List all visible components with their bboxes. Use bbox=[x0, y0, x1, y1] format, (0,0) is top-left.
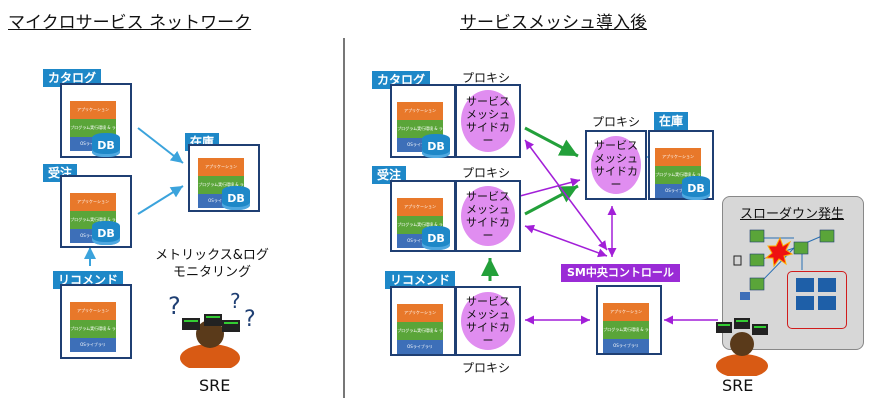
sre-person-icon bbox=[716, 318, 768, 376]
right-recommend-label: リコメンド bbox=[385, 271, 456, 289]
explosion-icon bbox=[764, 236, 794, 268]
proxy-label: プロキシ bbox=[592, 115, 641, 129]
svg-text:?: ? bbox=[230, 289, 241, 313]
db-tile bbox=[796, 296, 814, 310]
db-icon: DB bbox=[92, 221, 120, 245]
runtime-layer: プログラム実行環境 & ライブラリ等 bbox=[397, 120, 443, 138]
db-icon: DB bbox=[422, 134, 450, 158]
database-cluster-box bbox=[787, 271, 847, 329]
metrics-monitoring-text: メトリックス&ログ モニタリング bbox=[155, 248, 269, 280]
os-layer: OSライブラリ bbox=[70, 338, 116, 352]
sm-control-box: アプリケーション プログラム実行環境 & ライブラリ等 OSライブラリ bbox=[596, 285, 662, 355]
db-icon: DB bbox=[682, 176, 710, 200]
sidecar-ellipse: サービス メッシュ サイドカー bbox=[461, 90, 515, 152]
left-inventory-box: アプリケーション プログラム実行環境 & ライブラリ等 OSライブラリ DB bbox=[188, 144, 260, 212]
app-layer: アプリケーション bbox=[70, 302, 116, 320]
sidecar-ellipse: サービス メッシュ サイドカー bbox=[461, 186, 515, 246]
sidecar-order: サービス メッシュ サイドカー bbox=[455, 180, 521, 252]
runtime-layer: プログラム実行環境 & ライブラリ等 bbox=[70, 119, 116, 137]
proxy-label: プロキシ bbox=[462, 166, 511, 180]
left-catalog-label: カタログ bbox=[43, 69, 102, 87]
svg-text:?: ? bbox=[168, 292, 181, 320]
left-order-box: アプリケーション プログラム実行環境 & ライブラリ等 OSライブラリ DB bbox=[60, 175, 132, 248]
db-tile bbox=[818, 296, 836, 310]
db-tile bbox=[796, 278, 814, 292]
db-tile bbox=[818, 278, 836, 292]
right-catalog-box: アプリケーション プログラム実行環境 & ライブラリ等 OSライブラリ DB bbox=[390, 84, 456, 158]
service-map-graphic bbox=[733, 229, 835, 300]
app-layer: アプリケーション bbox=[70, 101, 116, 119]
app-layer: アプリケーション bbox=[397, 198, 443, 216]
runtime-layer: プログラム実行環境 & ライブラリ等 bbox=[70, 320, 116, 338]
svg-text:?: ? bbox=[244, 307, 256, 332]
left-catalog-box: アプリケーション プログラム実行環境 & ライブラリ等 OSライブラリ DB bbox=[60, 83, 132, 158]
db-icon: DB bbox=[92, 133, 120, 157]
os-layer: OSライブラリ bbox=[603, 339, 649, 353]
app-layer: アプリケーション bbox=[397, 102, 443, 120]
arrow-order-to-inventory bbox=[137, 185, 184, 215]
arrow-purple-6 bbox=[519, 177, 581, 197]
layer-stack: アプリケーション プログラム実行環境 & ライブラリ等 OSライブラリ bbox=[70, 296, 124, 356]
right-inventory-box: アプリケーション プログラム実行環境 & ライブラリ等 OSライブラリ DB bbox=[648, 130, 714, 200]
sidecar-recommend: サービス メッシュ サイドカー bbox=[455, 286, 521, 356]
db-icon: DB bbox=[222, 186, 250, 210]
app-layer: アプリケーション bbox=[603, 303, 649, 321]
left-recommend-box: アプリケーション プログラム実行環境 & ライブラリ等 OSライブラリ bbox=[60, 284, 132, 359]
sidecar-ellipse: サービス メッシュ サイドカー bbox=[591, 136, 641, 194]
sidecar-catalog: サービス メッシュ サイドカー bbox=[455, 84, 521, 158]
app-layer: アプリケーション bbox=[198, 158, 244, 176]
right-recommend-box: アプリケーション プログラム実行環境 & ライブラリ等 OSライブラリ bbox=[390, 286, 456, 356]
arrow-catalog-to-inventory bbox=[137, 127, 184, 164]
os-layer: OSライブラリ bbox=[397, 340, 443, 354]
right-sre-label: SRE bbox=[722, 376, 754, 395]
right-title: サービスメッシュ導入後 bbox=[460, 13, 647, 33]
app-layer: アプリケーション bbox=[397, 304, 443, 322]
left-title: マイクロサービス ネットワーク bbox=[8, 13, 252, 33]
db-icon: DB bbox=[422, 226, 450, 250]
app-layer: アプリケーション bbox=[655, 148, 701, 166]
proxy-label: プロキシ bbox=[462, 361, 511, 375]
runtime-layer: プログラム実行環境 & ライブラリ等 bbox=[397, 322, 443, 340]
right-order-label: 受注 bbox=[372, 166, 407, 184]
arrow-purple-2 bbox=[524, 224, 608, 258]
app-layer: アプリケーション bbox=[70, 193, 116, 211]
runtime-layer: プログラム実行環境 & ライブラリ等 bbox=[603, 321, 649, 339]
sm-control-label: SM中央コントロール bbox=[561, 264, 680, 282]
section-divider bbox=[343, 38, 345, 398]
sidecar-ellipse: サービス メッシュ サイドカー bbox=[461, 292, 515, 350]
proxy-label: プロキシ bbox=[462, 71, 511, 85]
left-sre-label: SRE bbox=[199, 376, 231, 395]
sre-person-icon: ? ? ? bbox=[168, 289, 256, 368]
layer-stack: アプリケーション プログラム実行環境 & ライブラリ等 OSライブラリ bbox=[603, 297, 657, 357]
layer-stack: アプリケーション プログラム実行環境 & ライブラリ等 OSライブラリ bbox=[397, 298, 451, 358]
right-order-box: アプリケーション プログラム実行環境 & ライブラリ等 OSライブラリ DB bbox=[390, 180, 456, 252]
slowdown-label: スローダウン発生 bbox=[740, 207, 845, 222]
sidecar-inventory: サービス メッシュ サイドカー bbox=[585, 130, 647, 200]
right-inventory-label: 在庫 bbox=[654, 112, 689, 130]
